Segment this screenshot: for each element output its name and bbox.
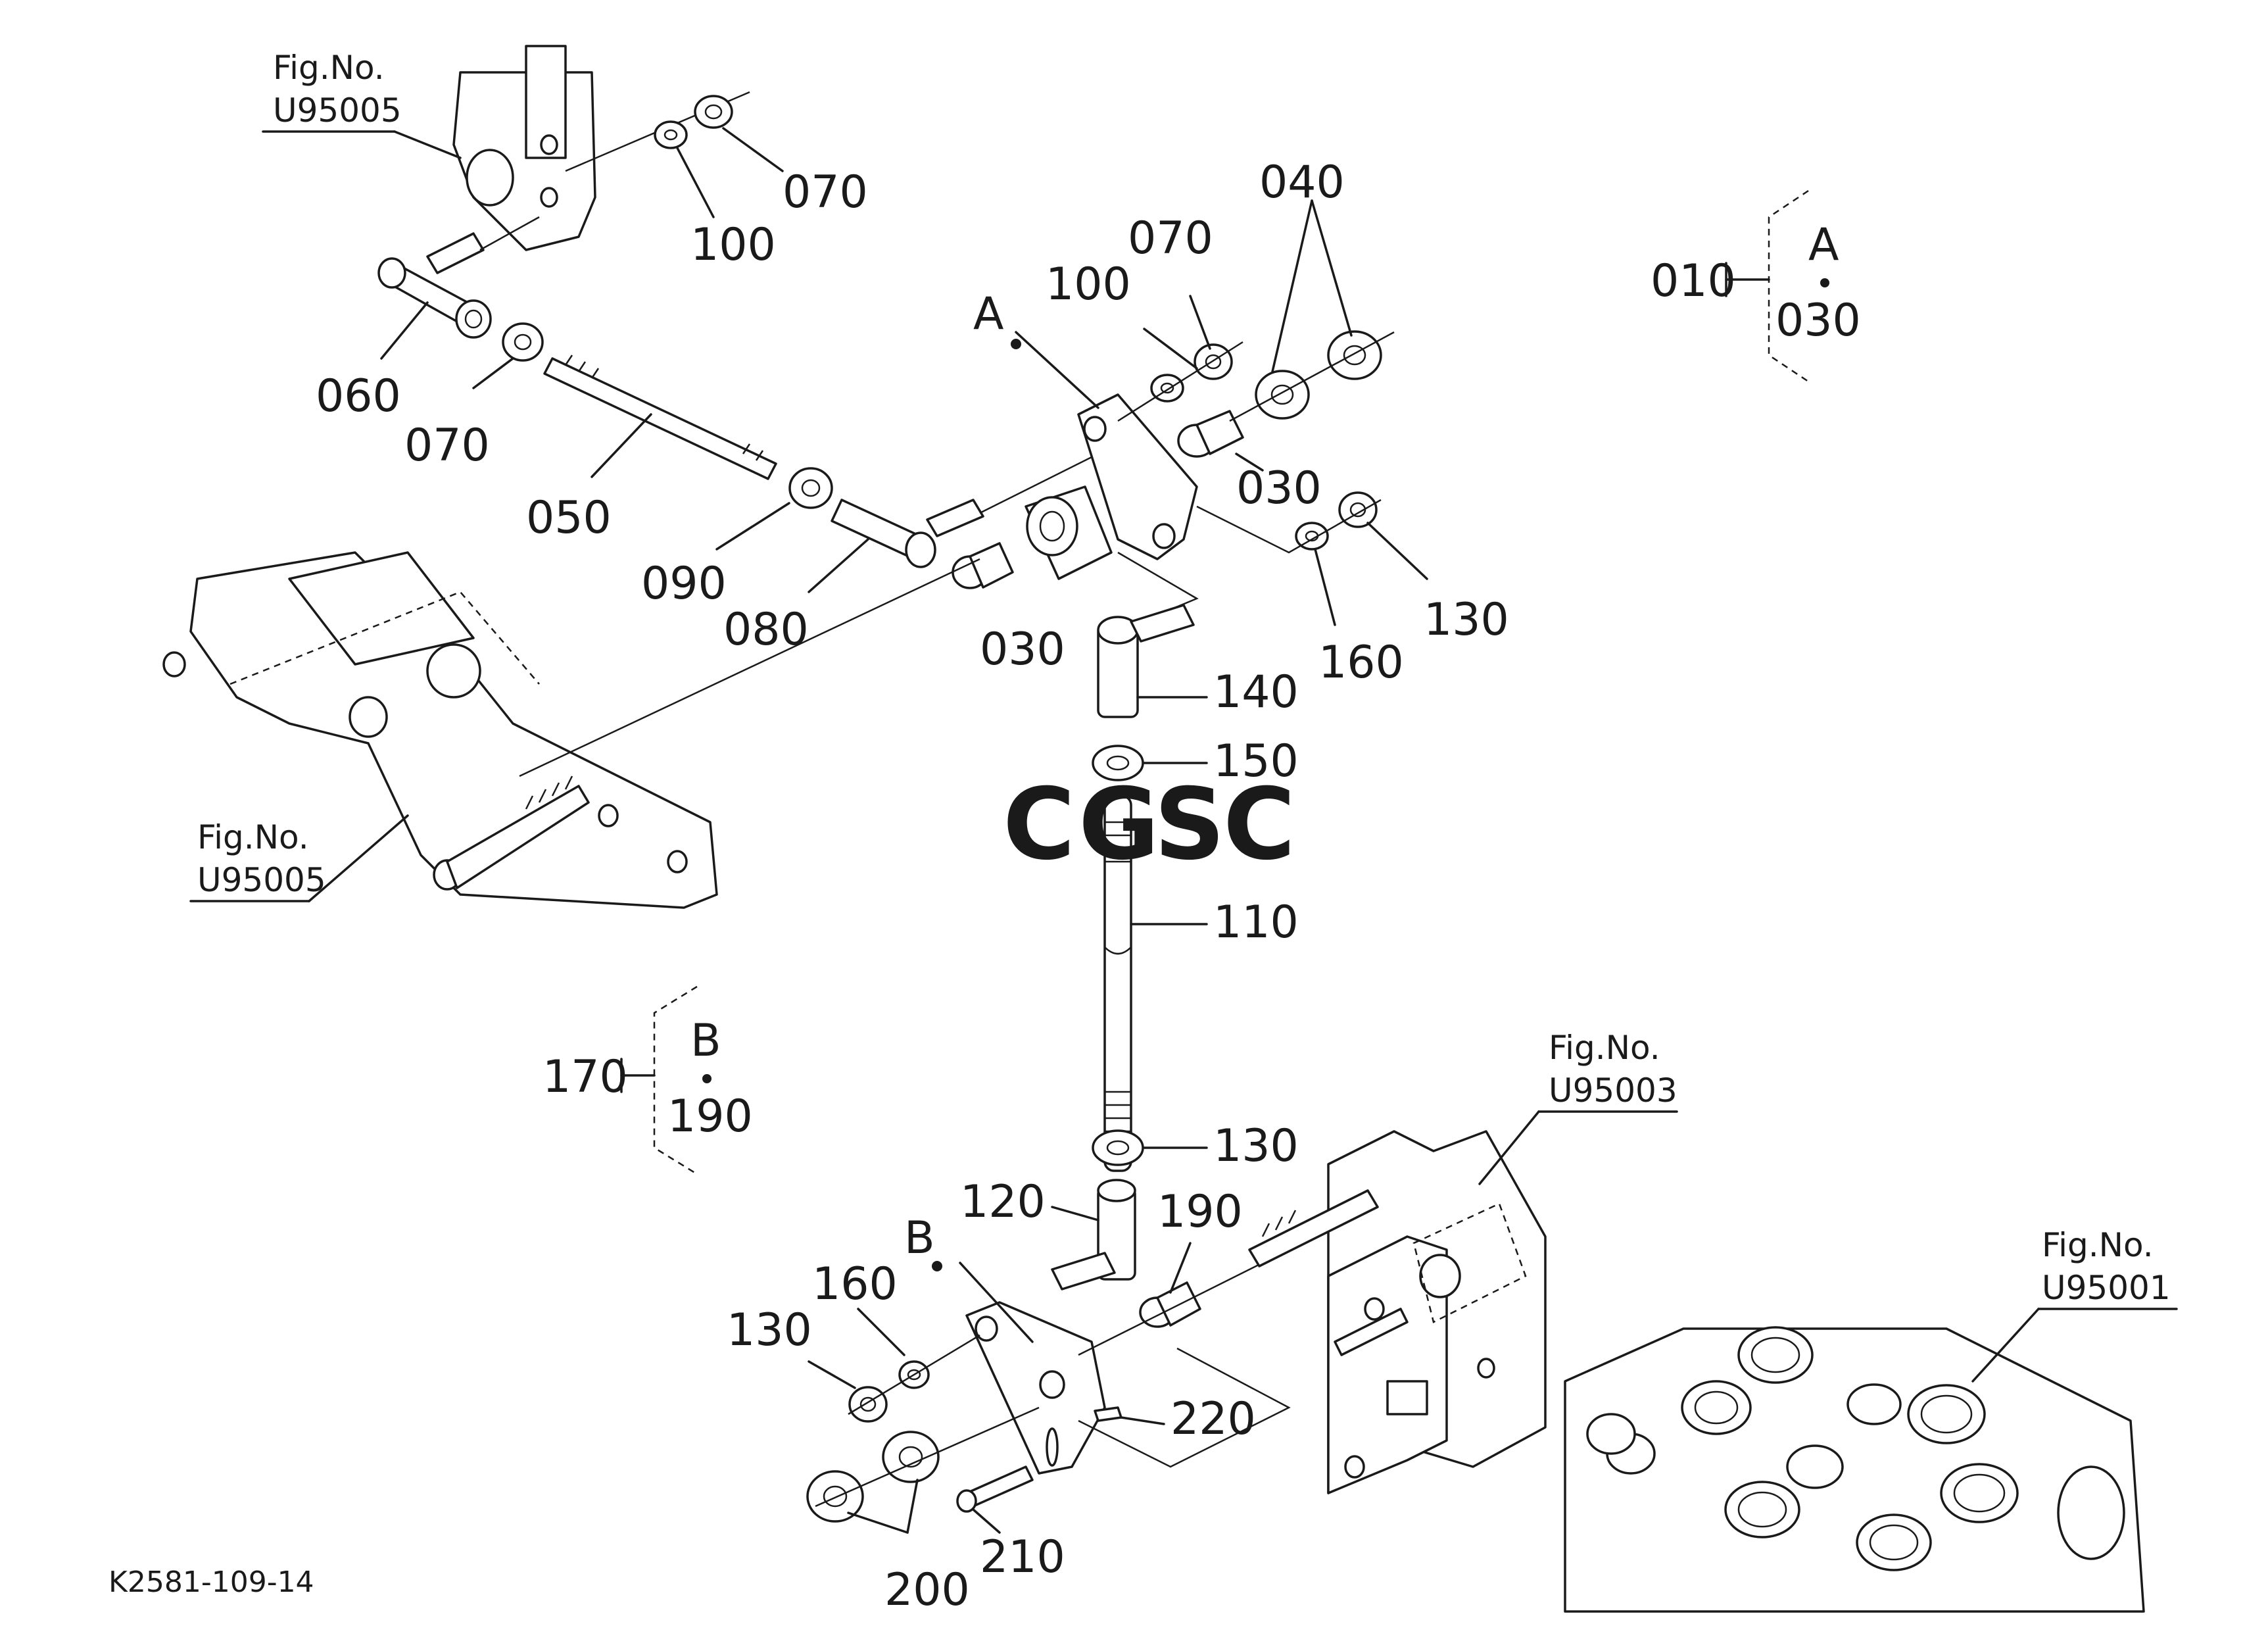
fig-ref-1-line2: U95005: [273, 91, 402, 130]
part-label-030-upper: 030: [1236, 462, 1322, 514]
part-label-070-mid: 070: [404, 420, 490, 472]
group-a-number: 010: [1651, 255, 1736, 307]
part-label-060: 060: [316, 370, 401, 422]
nut-070-a: [1194, 343, 1233, 380]
watermark-letter-1: C: [1003, 768, 1075, 882]
callout-letter-b: B: [904, 1212, 935, 1264]
nut-070-top: [694, 95, 733, 129]
part-label-130-a: 130: [1424, 594, 1509, 646]
part-label-100-a: 100: [1046, 258, 1131, 310]
fig-ref-2-line2: U95005: [197, 861, 326, 899]
part-label-040: 040: [1259, 157, 1345, 209]
callout-letter-a: A: [973, 288, 1004, 340]
watermark-letter-2: G: [1078, 768, 1159, 882]
part-label-190: 190: [1157, 1186, 1243, 1238]
fig-ref-1-line1: Fig.No.: [273, 49, 385, 87]
threaded-rod-050: [543, 355, 777, 480]
fig-ref-3-line2: U95003: [1549, 1071, 1677, 1110]
part-label-070-top: 070: [783, 166, 868, 218]
leader-lines: [189, 127, 2178, 1534]
nut-130-a: [1338, 491, 1378, 528]
arm-plate-b: [965, 1301, 1106, 1475]
washer-100-top: [654, 120, 688, 149]
fig-ref-3-line1: Fig.No.: [1549, 1029, 1660, 1067]
part-label-030-lower: 030: [980, 624, 1065, 676]
group-b-letter: B: [690, 1015, 721, 1067]
valve-housing-u95003: [1327, 1130, 1547, 1494]
pin-220: [1094, 1406, 1122, 1422]
part-label-100-top: 100: [690, 219, 776, 271]
nut-090: [788, 467, 833, 509]
pin-210: [956, 1465, 1034, 1513]
nut-150: [1092, 745, 1144, 781]
part-label-140: 140: [1213, 666, 1299, 718]
rod-110: [1103, 795, 1132, 1172]
washer-160-a: [1295, 522, 1329, 551]
fig-ref-4-line2: U95001: [2042, 1269, 2171, 1307]
nut-130-c: [848, 1386, 888, 1423]
nut-130-b: [1092, 1129, 1144, 1166]
nut-200-a: [882, 1431, 940, 1483]
group-a-letter: A: [1808, 219, 1839, 271]
part-label-080: 080: [723, 604, 809, 656]
upper-lever-bracket: [452, 45, 596, 251]
nut-070-mid: [502, 322, 544, 362]
group-b-range-end: 190: [667, 1091, 753, 1143]
part-label-160-a: 160: [1318, 637, 1404, 689]
watermark-letter-4: C: [1223, 768, 1295, 882]
part-label-110: 110: [1213, 897, 1299, 948]
part-label-150: 150: [1213, 735, 1299, 787]
joint-080: [831, 499, 984, 568]
part-label-160-b: 160: [812, 1258, 898, 1310]
group-a-range-end: 030: [1775, 295, 1861, 347]
part-label-210: 210: [980, 1531, 1065, 1583]
pin-bolt-housing: [1248, 1189, 1409, 1356]
bushing-040-right: [1327, 330, 1382, 380]
arm-plate-a: [1025, 393, 1198, 580]
joint-060: [377, 232, 492, 339]
part-label-090: 090: [641, 558, 727, 610]
fig-ref-4-line1: Fig.No.: [2042, 1226, 2154, 1264]
fig-ref-2-line1: Fig.No.: [197, 818, 309, 856]
callout-dot-a: [1011, 339, 1021, 349]
part-label-220: 220: [1170, 1393, 1256, 1445]
bushing-040-left: [1255, 370, 1310, 420]
callout-dot-b: [932, 1261, 942, 1271]
drawing-number: K2581-109-14: [109, 1565, 314, 1599]
valve-block-u95001: [1564, 1326, 2145, 1613]
left-lever-assembly: [162, 551, 718, 909]
part-label-070-a: 070: [1128, 212, 1213, 264]
group-bracket-b: [653, 985, 698, 1175]
part-label-130-b: 130: [1213, 1120, 1299, 1172]
joint-120: [1051, 1179, 1136, 1291]
part-label-130-c: 130: [727, 1304, 812, 1356]
part-label-120: 120: [960, 1176, 1046, 1228]
part-label-050: 050: [526, 492, 612, 544]
group-b-number: 170: [543, 1051, 628, 1103]
watermark-logo: C G S C: [1003, 768, 1295, 882]
part-label-200: 200: [884, 1564, 970, 1616]
nut-200-b: [806, 1470, 864, 1523]
group-bracket-a: [1768, 189, 1809, 383]
watermark-letter-3: S: [1154, 768, 1225, 882]
joint-140: [1097, 604, 1195, 718]
